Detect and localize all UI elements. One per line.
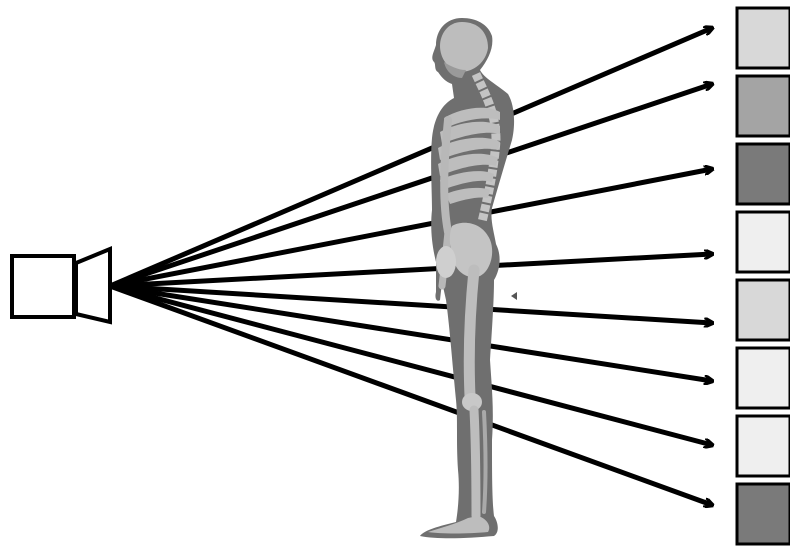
detector-cell-3: [737, 144, 790, 204]
beam-group: [110, 28, 712, 505]
detector-cell-4: [737, 212, 790, 272]
x-ray-source-icon: [12, 249, 110, 322]
detector-cell-2: [737, 76, 790, 136]
hand: [436, 246, 456, 278]
detector-cell-5: [737, 280, 790, 340]
body-silhouette: [420, 18, 514, 538]
detector-cell-7: [737, 416, 790, 476]
source-cone: [76, 249, 110, 322]
fibula: [484, 412, 486, 512]
detector-cell-1: [737, 8, 790, 68]
beam-arrow-1: [110, 28, 712, 286]
upper-arm-bone: [444, 120, 448, 232]
small-mark: [511, 292, 517, 300]
tibia: [474, 410, 476, 516]
source-body: [12, 256, 74, 317]
human-skeleton-side-view-icon: [420, 18, 517, 538]
detector-cell-8: [737, 484, 790, 544]
femur: [469, 270, 474, 396]
detector-cell-6: [737, 348, 790, 408]
detector-column: [737, 8, 790, 544]
